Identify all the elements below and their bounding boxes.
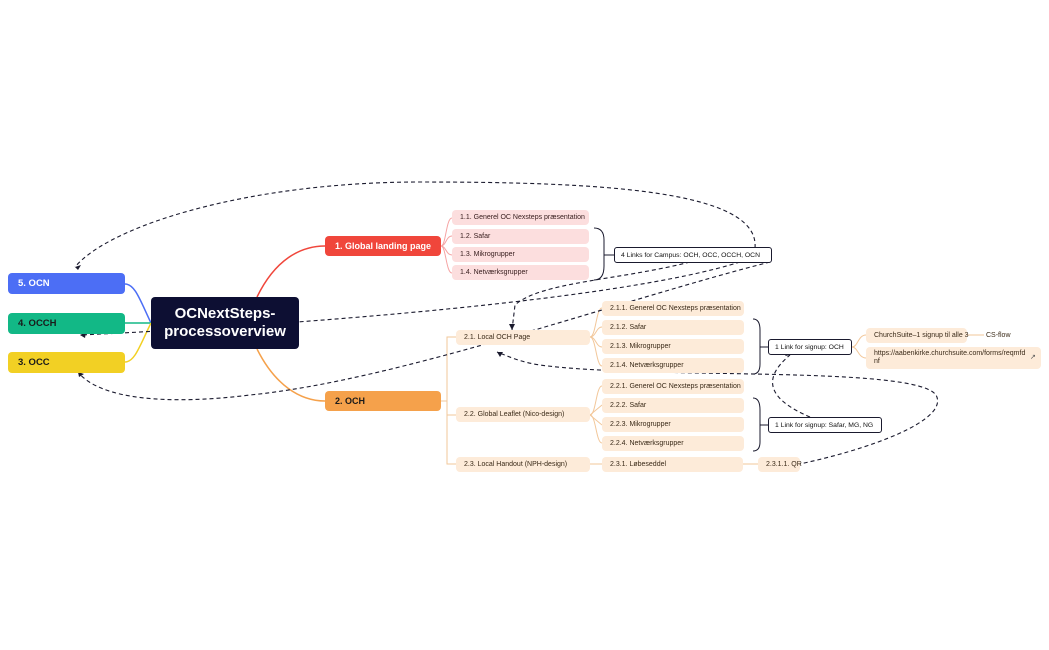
signup-box-och[interactable]: 1 Link for signup: OCH — [768, 339, 852, 355]
churchsuite-url[interactable]: https://aabenkirke.churchsuite.com/forms… — [866, 347, 1041, 369]
leaflet-item-3[interactable]: 2.2.3. Mikrogrupper — [602, 417, 744, 432]
leaflet-item-2[interactable]: 2.2.2. Safar — [602, 398, 744, 413]
handout-item-1[interactable]: 2.3.1. Løbeseddel — [602, 457, 743, 472]
local-page-item-4[interactable]: 2.1.4. Netværksgrupper — [602, 358, 744, 373]
churchsuite-node[interactable]: ChurchSuite–1 signup til alle 3 — [866, 328, 969, 343]
topic-occ[interactable]: 3. OCC — [8, 352, 125, 373]
global-item-3[interactable]: 1.3. Mikrogrupper — [452, 247, 589, 262]
external-link-icon[interactable]: ↗ — [1030, 354, 1036, 361]
topic-occh[interactable]: 4. OCCH — [8, 313, 125, 334]
signup-box-safar-mg-ng[interactable]: 1 Link for signup: Safar, MG, NG — [768, 417, 882, 433]
global-item-4[interactable]: 1.4. Netværksgrupper — [452, 265, 589, 280]
local-handout[interactable]: 2.3. Local Handout (NPH-design) — [456, 457, 590, 472]
global-item-2[interactable]: 1.2. Safar — [452, 229, 589, 244]
topic-och[interactable]: 2. OCH — [325, 391, 441, 411]
local-och-page[interactable]: 2.1. Local OCH Page — [456, 330, 590, 345]
global-item-1[interactable]: 1.1. Generel OC Nexsteps præsentation — [452, 210, 589, 225]
local-page-item-1[interactable]: 2.1.1. Generel OC Nexsteps præsentation — [602, 301, 744, 316]
global-links-box[interactable]: 4 Links for Campus: OCH, OCC, OCCH, OCN — [614, 247, 772, 263]
local-page-item-3[interactable]: 2.1.3. Mikrogrupper — [602, 339, 744, 354]
local-page-item-2[interactable]: 2.1.2. Safar — [602, 320, 744, 335]
global-leaflet[interactable]: 2.2. Global Leaflet (Nico-design) — [456, 407, 590, 422]
cs-flow-node[interactable]: CS-flow — [986, 331, 1011, 339]
topic-global-landing-page[interactable]: 1. Global landing page — [325, 236, 441, 256]
leaflet-item-4[interactable]: 2.2.4. Netværksgrupper — [602, 436, 744, 451]
qr-node[interactable]: 2.3.1.1. QR — [758, 457, 802, 472]
topic-ocn[interactable]: 5. OCN — [8, 273, 125, 294]
leaflet-item-1[interactable]: 2.2.1. Generel OC Nexsteps præsentation — [602, 379, 744, 394]
central-topic[interactable]: OCNextSteps- processoverview — [151, 297, 299, 349]
